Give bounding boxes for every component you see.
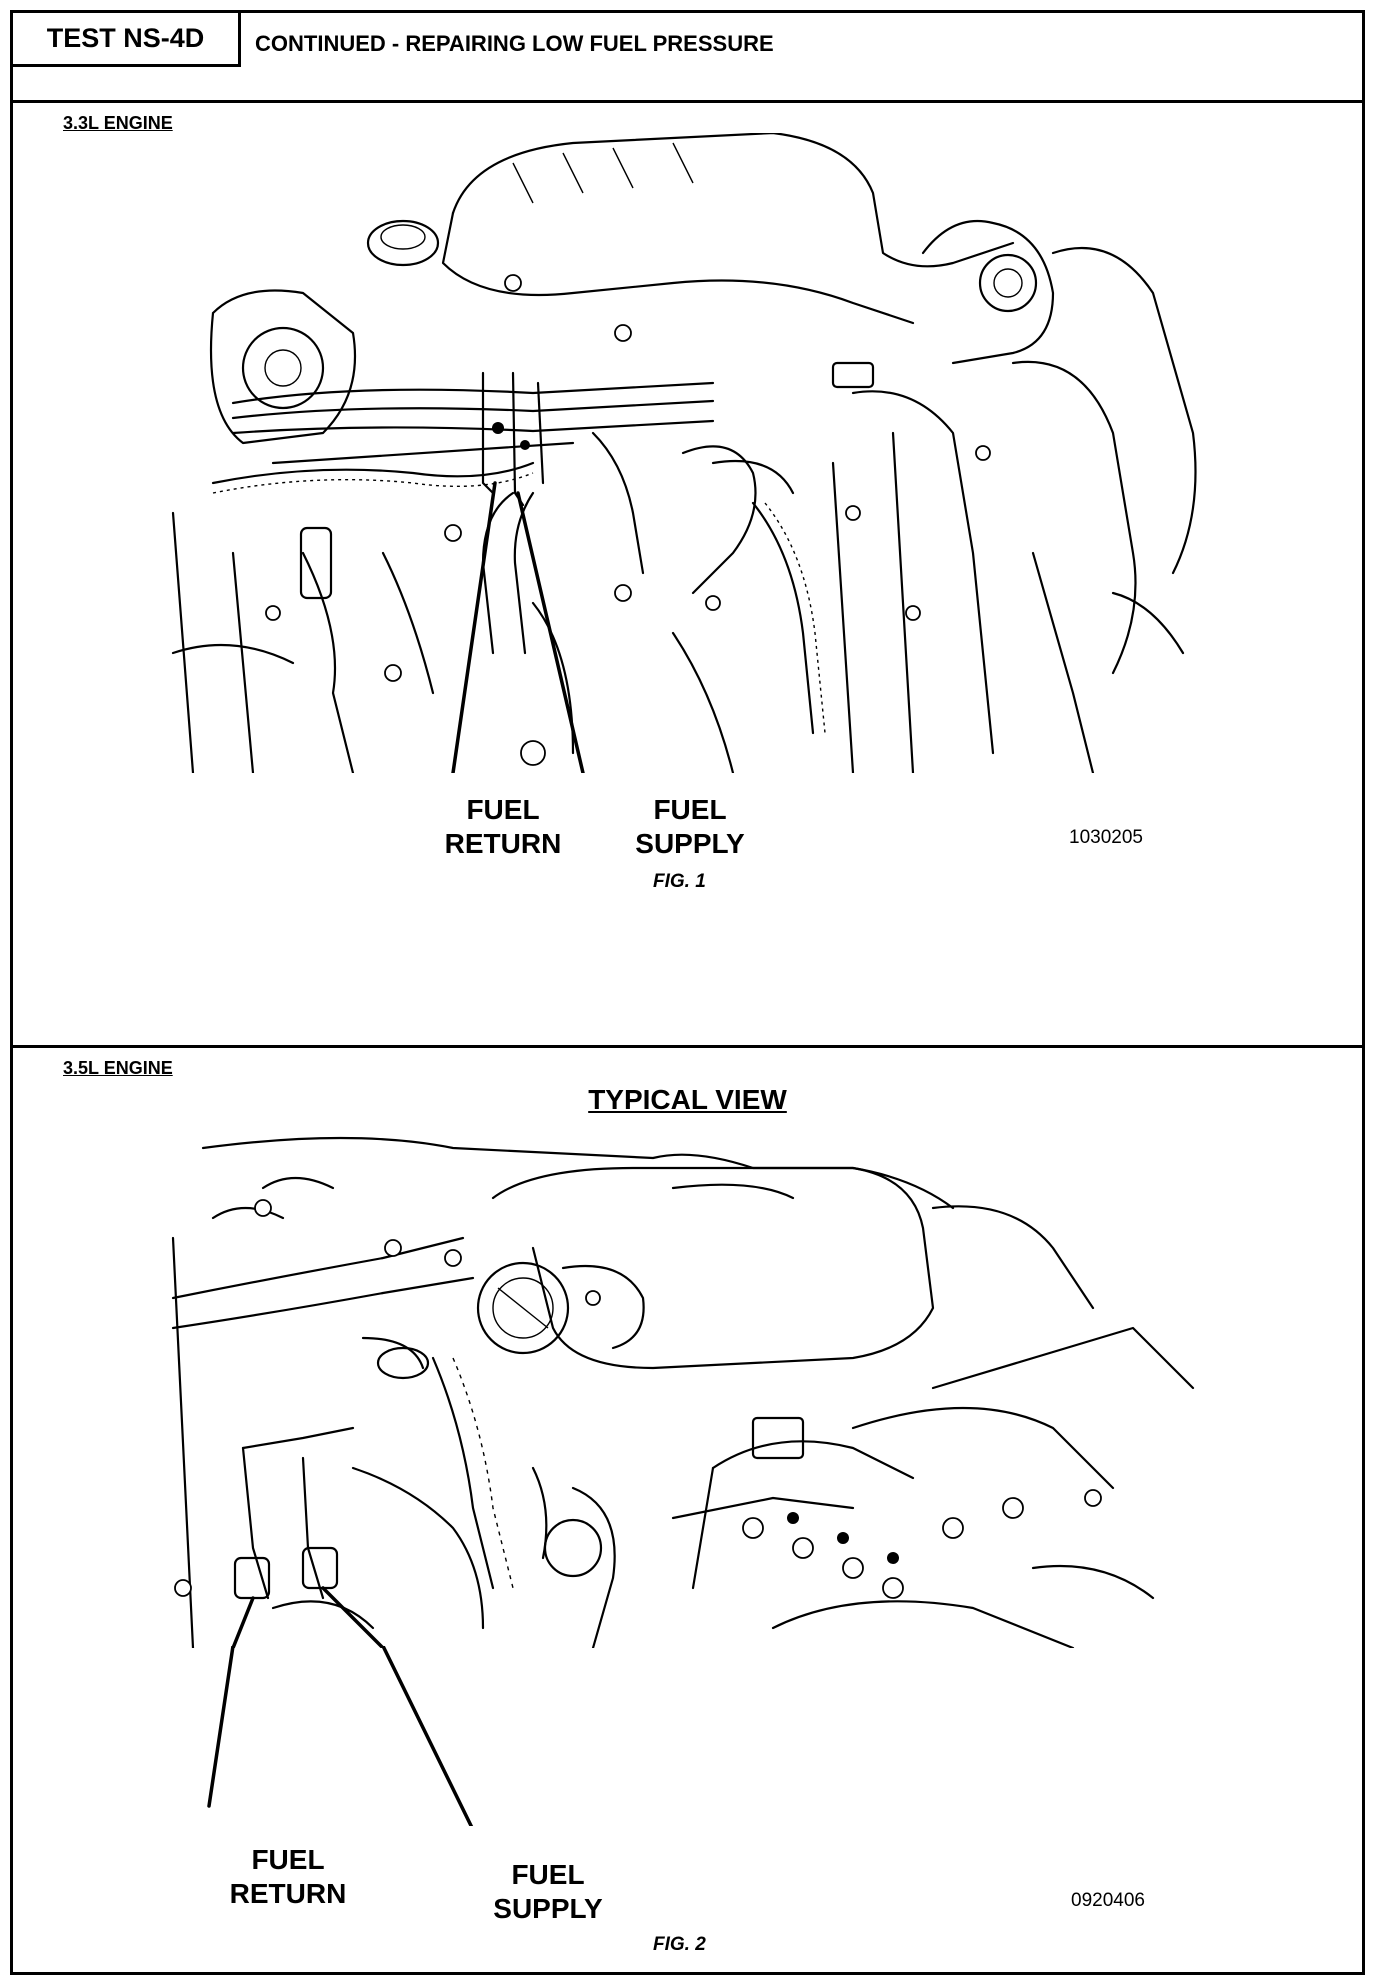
figure-1-panel: 3.3L ENGINE: [13, 103, 1362, 1048]
fuel-supply-leader-line-2: [321, 1586, 385, 1648]
fuel-return-callout-1: FUEL RETURN: [443, 793, 563, 861]
engine-3-3l-line-art: [171, 133, 1197, 773]
figure-2-caption: FIG. 2: [653, 1934, 706, 1955]
typical-view-title: TYPICAL VIEW: [588, 1084, 787, 1115]
figure-1-caption: FIG. 1: [653, 871, 706, 892]
fuel-supply-callout-1: FUEL SUPPLY: [625, 793, 755, 861]
fuel-supply-callout-2-line1: FUEL: [511, 1859, 585, 1890]
engine-label-3-5l: 3.5L ENGINE: [63, 1058, 173, 1078]
fuel-return-callout-2-line2: RETURN: [229, 1878, 347, 1909]
fuel-supply-callout-2-line2: SUPPLY: [493, 1893, 603, 1924]
fuel-return-leader-line-2: [231, 1596, 255, 1648]
figure-2-panel: 3.5L ENGINE TYPICAL VIEW: [13, 1048, 1362, 1972]
test-id-box: TEST NS-4D: [13, 13, 241, 67]
fuel-return-callout-2-line1: FUEL: [251, 1844, 325, 1875]
fuel-supply-callout-1-line2: SUPPLY: [635, 828, 745, 859]
engine-3-5l-line-art: [171, 1136, 1195, 1648]
test-id: TEST NS-4D: [46, 23, 205, 53]
fuel-supply-leader-line-1: [516, 491, 585, 773]
page-title: CONTINUED - REPAIRING LOW FUEL PRESSURE: [255, 31, 774, 56]
fuel-supply-callout-2: FUEL SUPPLY: [483, 1858, 613, 1926]
engine-3-5l-illustration: [171, 1136, 1195, 1648]
callout-leader-extensions-2: [207, 1646, 474, 1826]
service-manual-page: TEST NS-4D CONTINUED - REPAIRING LOW FUE…: [10, 10, 1365, 1975]
fuel-return-callout-1-line2: RETURN: [444, 828, 562, 859]
page-header: TEST NS-4D CONTINUED - REPAIRING LOW FUE…: [13, 13, 1362, 103]
fuel-return-callout-2: FUEL RETURN: [223, 1843, 353, 1911]
engine-3-3l-illustration: [171, 133, 1197, 773]
figure-1-id: 1030205: [1069, 827, 1143, 848]
fuel-return-callout-1-line1: FUEL: [466, 794, 540, 825]
fuel-supply-callout-1-line1: FUEL: [653, 794, 727, 825]
fuel-return-leader-line-1: [451, 481, 497, 773]
engine-label-3-3l: 3.3L ENGINE: [63, 113, 173, 133]
figure-2-id: 0920406: [1071, 1890, 1145, 1911]
